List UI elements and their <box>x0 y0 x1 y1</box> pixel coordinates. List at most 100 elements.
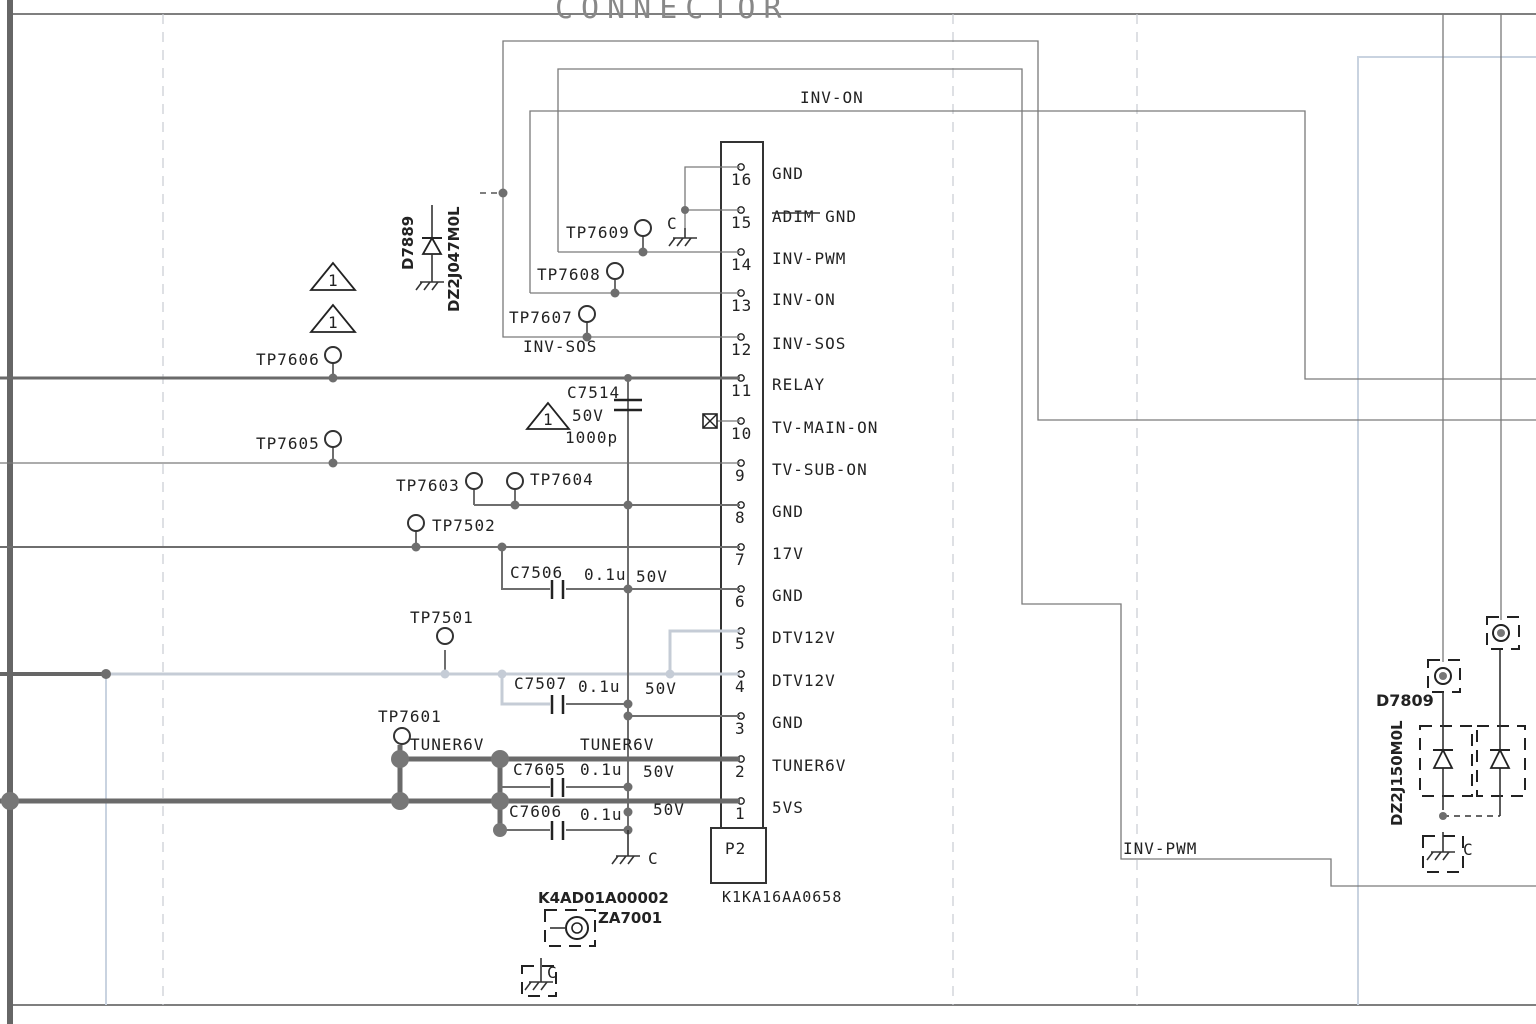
junction <box>510 500 520 510</box>
light-trace-right <box>1357 56 1536 1005</box>
c7514-ref: C7514 <box>567 383 620 402</box>
diode-d7809: D7809 DZ2J150M0L <box>1376 14 1526 826</box>
capacitor-c7507: C7507 0.1u 50V <box>514 674 677 714</box>
pin-number: 7 <box>735 550 746 569</box>
c7507-ref: C7507 <box>514 674 567 693</box>
tp7607-label: TP7607 <box>509 308 573 327</box>
warning-triangle-icon: 1 <box>525 401 571 430</box>
junction <box>623 584 633 594</box>
pin-number: 5 <box>735 634 746 653</box>
wire-inv-pwm <box>557 68 1536 887</box>
test-point-icon <box>324 430 342 448</box>
ground-label: C <box>1463 840 1474 859</box>
test-point-icon <box>465 472 483 490</box>
ground-label: C <box>667 214 678 233</box>
test-point-icon <box>324 346 342 364</box>
pin-number: 9 <box>735 466 746 485</box>
pin-number: 12 <box>731 340 752 359</box>
pin-signal-label: TUNER6V <box>772 756 846 775</box>
junction <box>624 374 632 382</box>
junction <box>391 792 409 810</box>
pin-number: 2 <box>735 762 746 781</box>
pin-number: 3 <box>735 719 746 738</box>
junction <box>623 807 633 817</box>
diode-icon <box>421 236 443 255</box>
mount-ref: ZA7001 <box>598 909 662 927</box>
c7605-voltage: 50V <box>643 762 675 781</box>
c7606-ref: C7606 <box>509 802 562 821</box>
warning-mark: 1 <box>543 410 554 429</box>
junction <box>328 373 338 383</box>
pin-signal-label: ADIM GND <box>772 207 857 226</box>
pin-signal-label: INV-ON <box>772 290 836 309</box>
warning-mark: 1 <box>328 313 339 332</box>
tp7608-label: TP7608 <box>537 265 601 284</box>
tp7606-label: TP7606 <box>256 350 320 369</box>
capacitor-c7605: C7605 0.1u 50V <box>513 760 675 797</box>
junction <box>681 206 689 214</box>
warning-mark: 1 <box>328 271 339 290</box>
test-point-icon <box>606 262 624 280</box>
d7809-ref: D7809 <box>1376 691 1434 710</box>
junction <box>491 750 509 768</box>
pin-number: 8 <box>735 508 746 527</box>
ground-icon <box>611 830 640 865</box>
ground-label: C <box>648 849 659 868</box>
title-fragment: CONNECTOR <box>555 0 790 26</box>
tp7609-label: TP7609 <box>566 223 630 242</box>
pin-signal-label: INV-SOS <box>772 334 846 353</box>
c7514-voltage: 50V <box>572 406 604 425</box>
wire-c7506-left <box>501 547 550 590</box>
c7507-voltage: 50V <box>645 679 677 698</box>
ground-icon <box>668 228 697 247</box>
pin-number: 14 <box>731 255 752 274</box>
c7606-value: 0.1u <box>580 805 623 824</box>
junction <box>101 669 111 679</box>
warning-triangle-icon: 1 <box>309 303 357 333</box>
tp7603-label: TP7603 <box>396 476 460 495</box>
pin-signal-label: GND <box>772 502 804 521</box>
pin-number: 4 <box>735 677 746 696</box>
junction <box>497 542 507 552</box>
pin-signal-label: INV-PWM <box>772 249 846 268</box>
tp7604-label: TP7604 <box>530 470 594 489</box>
c7507-value: 0.1u <box>578 677 621 696</box>
junction <box>623 699 633 709</box>
pin-number: 13 <box>731 296 752 315</box>
d7809-part: DZ2J150M0L <box>1388 720 1406 826</box>
pin-number: 1 <box>735 804 746 823</box>
wire-dtv12v-5 <box>668 629 740 674</box>
test-point-icon <box>506 472 524 490</box>
test-point-icon <box>436 627 454 645</box>
test-point-icon <box>634 219 652 237</box>
net-label-inv-on: INV-ON <box>800 88 864 107</box>
no-connect-icon <box>702 413 718 429</box>
warning-triangle-icon: 1 <box>309 261 357 291</box>
wire-c7507-left <box>500 674 550 706</box>
junction <box>493 823 507 837</box>
pin-number: 15 <box>731 213 752 232</box>
test-point-icon <box>393 727 411 745</box>
c7605-value: 0.1u <box>580 760 623 779</box>
test-point-icon <box>407 514 425 532</box>
capacitor-c7514: C7514 50V 1000p <box>565 378 642 447</box>
pin-signal-label: GND <box>772 713 804 732</box>
tp7601-label: TP7601 <box>378 707 442 726</box>
d7889-part: DZ2J047M0L <box>445 206 463 312</box>
pin-number: 10 <box>731 424 752 443</box>
pin-signal-label: 17V <box>772 544 804 563</box>
c7506-voltage: 50V <box>636 567 668 586</box>
junction <box>1 792 19 810</box>
d7889-ref: D7889 <box>399 216 417 270</box>
junction <box>498 188 508 198</box>
junction <box>665 669 675 679</box>
junction <box>411 542 421 552</box>
net-label-inv-sos: INV-SOS <box>523 337 597 356</box>
diode-icon <box>1432 747 1454 769</box>
tp7605-label: TP7605 <box>256 434 320 453</box>
connector-ref-box <box>710 827 767 884</box>
connector-part-number: K1KA16AA0658 <box>722 888 842 906</box>
junction <box>328 458 338 468</box>
diode-icon <box>1489 747 1511 769</box>
